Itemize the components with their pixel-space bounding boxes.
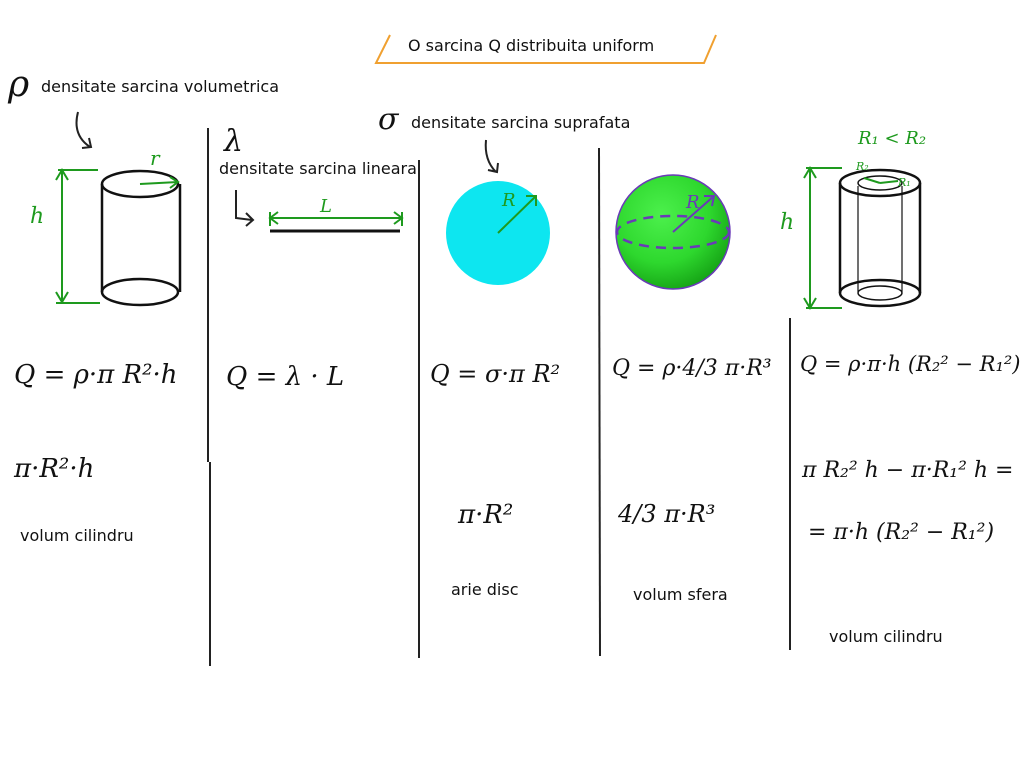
disc-R-label: R (502, 190, 516, 211)
cylinder-dimensions (55, 168, 180, 304)
radius-comparison: R₁ < R₂ (858, 128, 927, 149)
shell-h-label: h (780, 210, 795, 235)
page-title: O sarcina Q distribuita uniform (408, 36, 655, 55)
cyl-caption: volum cilindru (20, 526, 134, 545)
cyl-h-label: h (30, 204, 45, 229)
shell-derivation-line1: π R₂² h − π·R₁² h = (802, 458, 1014, 483)
shell-caption: volum cilindru (829, 627, 943, 646)
sphere-charge-formula: Q = ρ·4/3 π·R³ (612, 356, 772, 381)
sigma-arrow (484, 139, 499, 174)
hollow-cylinder-figure (838, 168, 922, 308)
surface-density-label: densitate sarcina suprafata (411, 113, 631, 132)
disc-caption: arie disc (451, 580, 519, 599)
shell-derivation-line2: = π·h (R₂² − R₁²) (808, 520, 995, 545)
sphere-figure (615, 174, 731, 290)
rho-arrow (75, 111, 93, 149)
segment-L-label: L (320, 196, 332, 217)
line-segment-figure (268, 211, 404, 233)
cyl-charge-formula: Q = ρ·π R²·h (14, 360, 178, 390)
sphere-caption: volum sfera (633, 585, 728, 604)
cyl-volume-expr: π·R²·h (14, 454, 95, 484)
cyl-r-label: r (150, 146, 160, 170)
sigma-symbol: σ (378, 102, 399, 137)
lambda-symbol: λ (224, 124, 244, 159)
column-separators (207, 128, 791, 666)
shell-charge-formula: Q = ρ·π·h (R₂² − R₁²) (800, 352, 1021, 376)
disc-area-expr: π·R² (458, 500, 514, 530)
cylinder-figure (100, 169, 182, 307)
hollow-cylinder-dimensions (803, 166, 899, 310)
volumetric-density-label: densitate sarcina volumetrica (41, 77, 280, 96)
title-frame (374, 34, 717, 64)
lambda-arrow (235, 190, 255, 227)
shell-R1-label: R₁ (898, 176, 911, 189)
rho-symbol: ρ (8, 64, 30, 105)
disc-figure (446, 181, 550, 285)
shell-R2-label: R₂ (856, 160, 869, 173)
line-charge-formula: Q = λ · L (226, 362, 345, 392)
sphere-volume-expr: 4/3 π·R³ (618, 500, 716, 528)
disc-charge-formula: Q = σ·π R² (430, 360, 561, 388)
linear-density-label: densitate sarcina lineara (219, 159, 417, 178)
sphere-R-label: R (686, 192, 700, 213)
